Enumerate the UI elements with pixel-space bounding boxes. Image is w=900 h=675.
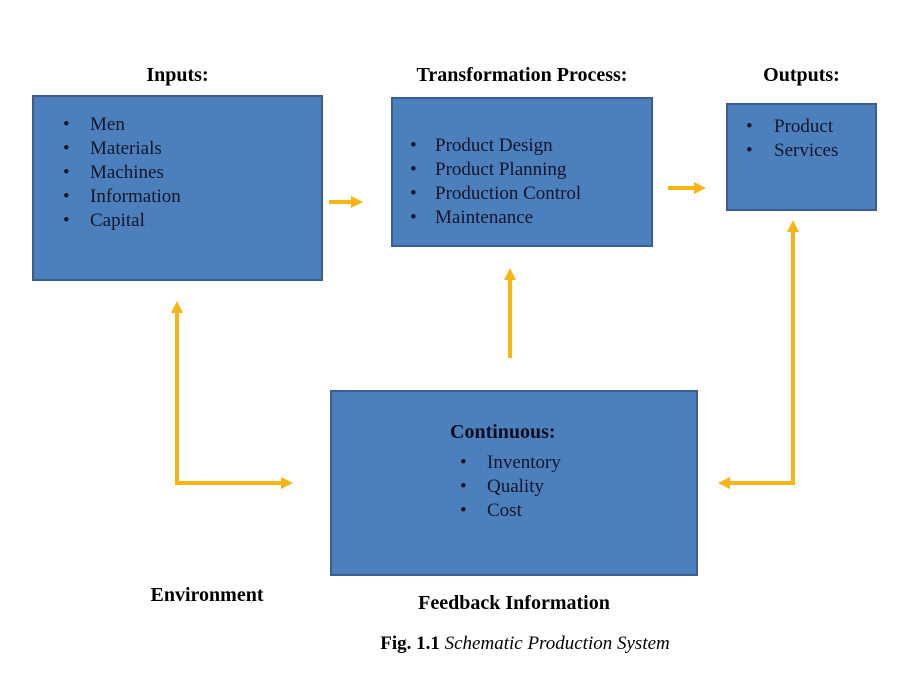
list-item: Information [63, 185, 321, 209]
transformation-heading: Transformation Process: [416, 64, 628, 86]
list-item: Machines [63, 161, 321, 185]
list-item: Capital [63, 209, 321, 233]
environment-label: Environment [150, 584, 264, 606]
outputs-heading: Outputs: [763, 64, 840, 86]
arrow-up-and-right-icon [171, 301, 293, 489]
feedback-box-title: Continuous: [450, 421, 556, 443]
inputs-heading: Inputs: [146, 64, 209, 86]
list-item: Product Planning [410, 158, 651, 182]
feedback-box: Continuous: Inventory Quality Cost [330, 390, 698, 576]
list-item: Product Design [410, 134, 651, 158]
inputs-box: Men Materials Machines Information Capit… [32, 95, 323, 281]
list-item: Inventory [460, 451, 696, 475]
outputs-box: Product Services [726, 103, 877, 211]
feedback-information-label: Feedback Information [418, 592, 610, 614]
figure-caption: Fig. 1.1 Schematic Production System [250, 633, 800, 655]
transformation-box: Product Design Product Planning Producti… [391, 97, 653, 247]
list-item: Materials [63, 137, 321, 161]
inputs-list: Men Materials Machines Information Capit… [34, 97, 321, 233]
list-item: Cost [460, 499, 696, 523]
list-item: Services [746, 139, 875, 163]
list-item: Men [63, 113, 321, 137]
list-item: Maintenance [410, 206, 651, 230]
figure-number: Fig. 1.1 [380, 633, 440, 654]
list-item: Product [746, 115, 875, 139]
figure-title: Schematic Production System [439, 633, 670, 654]
feedback-list: Inventory Quality Cost [450, 445, 696, 523]
arrow-up-and-left-icon [718, 220, 799, 489]
list-item: Quality [460, 475, 696, 499]
outputs-list: Product Services [728, 105, 875, 163]
transformation-list: Product Design Product Planning Producti… [393, 99, 651, 230]
list-item: Production Control [410, 182, 651, 206]
